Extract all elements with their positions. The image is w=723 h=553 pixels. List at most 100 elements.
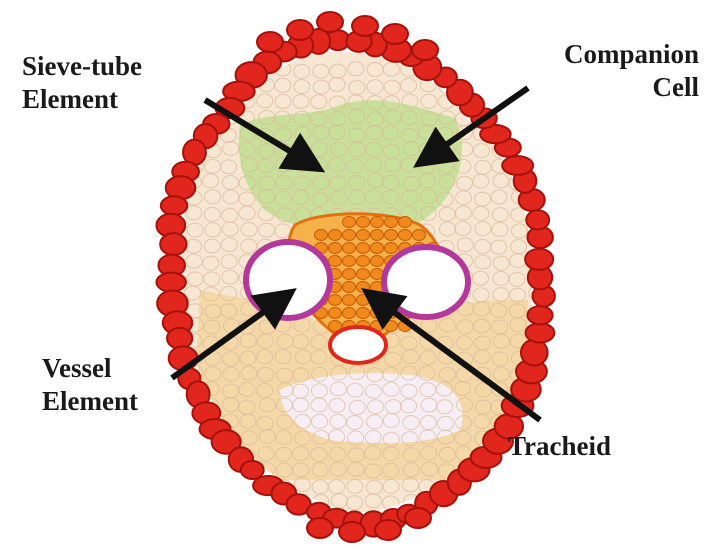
parenchyma-cell <box>204 494 220 508</box>
parenchyma-cell <box>473 512 489 526</box>
tracheid-cell <box>357 217 370 228</box>
parenchyma-cell <box>221 480 237 494</box>
parenchyma-cell <box>185 478 201 492</box>
parenchyma-cell <box>457 510 473 524</box>
parenchyma-cell <box>474 495 490 509</box>
sheath-cell <box>412 40 438 60</box>
label-companion-line2: Cell <box>564 71 699 104</box>
sheath-cell <box>160 233 186 255</box>
parenchyma-cell <box>457 495 473 509</box>
sheath-cell <box>287 20 313 40</box>
sheath-cell <box>375 520 401 540</box>
tracheid-cell <box>399 217 412 228</box>
vessel-element-right <box>384 247 468 317</box>
tracheid-cell <box>343 230 356 241</box>
tracheid-cell <box>371 243 384 254</box>
sheath-cell <box>352 16 378 36</box>
label-sieve-tube: Sieve-tube Element <box>22 50 142 116</box>
tracheid-cell <box>357 230 370 241</box>
tracheid-cell <box>357 243 370 254</box>
sheath-cell <box>382 24 408 44</box>
parenchyma-cell <box>186 510 202 524</box>
tracheid-cell <box>371 217 384 228</box>
parenchyma-cell <box>185 111 201 125</box>
label-companion-line1: Companion <box>564 38 699 71</box>
parenchyma-cell <box>511 478 527 492</box>
tracheid-cell <box>399 230 412 241</box>
parenchyma-cell <box>529 479 545 493</box>
sheath-cell <box>161 196 188 215</box>
label-vessel-element: Vessel Element <box>42 352 138 418</box>
parenchyma-cell <box>511 512 527 526</box>
parenchyma-cell <box>203 478 219 492</box>
sheath-cell <box>339 522 365 542</box>
sheath-cell <box>307 518 333 538</box>
parenchyma-cell <box>223 511 239 525</box>
tracheid-cell <box>343 256 356 267</box>
parenchyma-cell <box>527 510 543 524</box>
parenchyma-cell <box>511 494 527 508</box>
phloem-region <box>239 100 462 232</box>
parenchyma-cell <box>510 462 526 476</box>
parenchyma-cell <box>186 79 202 93</box>
label-companion-cell: Companion Cell <box>564 38 699 104</box>
parenchyma-cell <box>456 62 472 76</box>
sheath-cell <box>525 249 553 270</box>
parenchyma-cell <box>474 78 490 92</box>
sheath-cell <box>257 32 283 52</box>
label-tracheid-line1: Tracheid <box>508 430 611 463</box>
parenchyma-cell <box>204 462 220 476</box>
label-sieve-tube-line2: Element <box>22 83 142 116</box>
parenchyma-cell <box>510 111 526 125</box>
tracheid-cell <box>385 217 398 228</box>
parenchyma-cell <box>509 63 525 77</box>
parenchyma-cell <box>529 144 545 158</box>
sheath-cell <box>405 508 431 528</box>
tracheid-cell <box>385 243 398 254</box>
parenchyma-cell <box>529 128 545 142</box>
tracheid-cell <box>329 243 342 254</box>
tracheid-cell <box>371 256 384 267</box>
parenchyma-cell <box>492 478 508 492</box>
tracheid-cell <box>357 308 370 319</box>
parenchyma-cell <box>438 512 454 526</box>
sheath-cell <box>167 328 192 349</box>
sheath-cell <box>156 273 185 292</box>
tracheid-cell <box>343 295 356 306</box>
vessel-element-left <box>246 242 330 318</box>
parenchyma-cell <box>528 463 544 477</box>
parenchyma-cell <box>185 494 201 508</box>
tracheid-cell <box>329 308 342 319</box>
tracheid-cell <box>357 256 370 267</box>
parenchyma-cell <box>529 496 545 510</box>
parenchyma-cell <box>275 512 291 526</box>
tracheid-cell <box>315 230 328 241</box>
parenchyma-cell <box>186 447 202 461</box>
parenchyma-cell <box>259 511 275 525</box>
label-vessel-line1: Vessel <box>42 352 138 385</box>
parenchyma-cell <box>204 510 220 524</box>
parenchyma-cell <box>492 62 508 76</box>
label-sieve-tube-line1: Sieve-tube <box>22 50 142 83</box>
parenchyma-cell <box>493 80 509 94</box>
tracheid-cell <box>357 282 370 293</box>
parenchyma-cell <box>527 96 543 110</box>
parenchyma-cell <box>186 463 202 477</box>
sheath-cell <box>526 323 555 342</box>
sheath-cell <box>527 306 552 324</box>
parenchyma-cell <box>474 62 490 76</box>
tracheid-cell <box>329 230 342 241</box>
parenchyma-cell <box>527 111 543 125</box>
sheath-cell <box>521 340 548 366</box>
tracheid-cell <box>343 308 356 319</box>
parenchyma-cell <box>240 512 256 526</box>
parenchyma-cell <box>186 63 202 77</box>
tracheid-cell <box>343 282 356 293</box>
parenchyma-cell <box>528 62 544 76</box>
sheath-cell <box>502 156 533 175</box>
sheath-cell <box>241 461 264 479</box>
tracheid-cell <box>413 230 426 241</box>
tracheid-cell <box>385 321 398 332</box>
parenchyma-cell <box>204 78 220 92</box>
